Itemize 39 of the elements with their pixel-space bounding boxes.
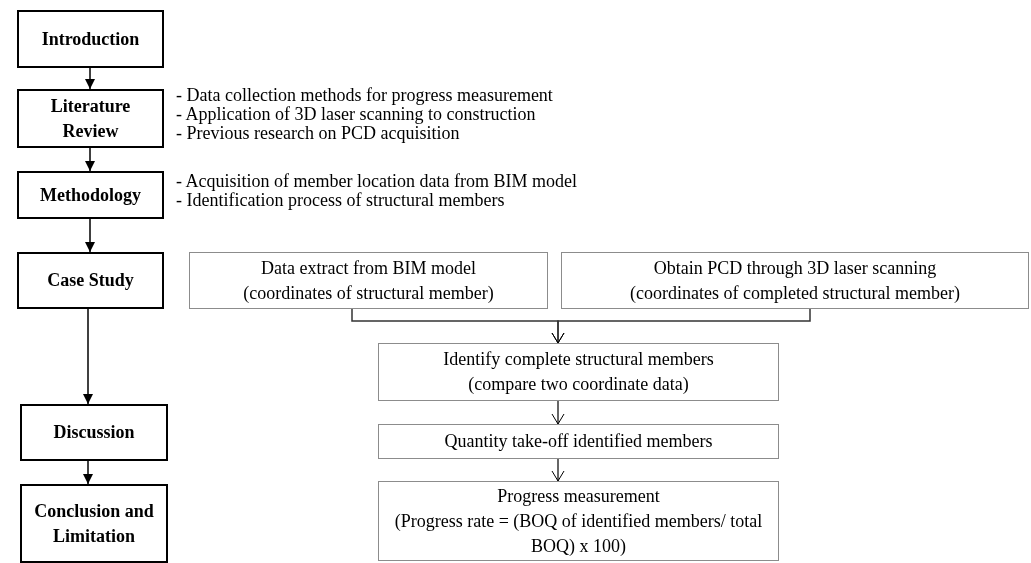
step-text: Quantity take-off identified members xyxy=(444,430,713,453)
section-title: Methodology xyxy=(40,183,141,207)
section-title: Literature Review xyxy=(49,94,132,143)
bullet-note: - Identification process of structural members xyxy=(176,191,506,210)
process-box xyxy=(378,343,779,401)
arrow xyxy=(83,308,93,405)
process-box xyxy=(378,481,779,561)
arrow xyxy=(85,67,95,90)
step-text: Obtain PCD through 3D laser scanning xyxy=(653,256,937,280)
bullet-note: - Acquisition of member location data from BIM model xyxy=(176,172,577,191)
section-title: Introduction xyxy=(41,27,140,51)
step-text: (coordinates of completed structural member) xyxy=(630,281,960,305)
step-text: Data extract from BIM model xyxy=(261,256,476,280)
step-text: Progress measurement xyxy=(497,484,660,508)
section-title: Case Study xyxy=(47,269,134,292)
section-box xyxy=(17,171,164,219)
arrow xyxy=(551,458,565,482)
section-title: Discussion xyxy=(53,421,135,444)
arrow xyxy=(551,308,811,344)
arrow xyxy=(85,147,95,172)
step-text: (coordinates of structural member) xyxy=(243,281,494,305)
bullet-note: - Application of 3D laser scanning to construction xyxy=(176,105,537,124)
section-box xyxy=(20,484,168,563)
step-text: (compare two coordinate data) xyxy=(468,373,689,396)
section-box xyxy=(17,252,164,309)
bullet-note: - Data collection methods for progress measurement xyxy=(176,86,553,105)
section-box xyxy=(20,404,168,461)
bullet-note: - Previous research on PCD acquisition xyxy=(176,124,461,143)
section-box xyxy=(17,10,164,68)
process-box xyxy=(189,252,548,309)
section-box xyxy=(17,89,164,148)
arrow xyxy=(83,460,93,485)
section-title: Conclusion and Limitation xyxy=(33,499,155,548)
process-box xyxy=(378,424,779,459)
arrow xyxy=(551,400,565,425)
process-box xyxy=(561,252,1029,309)
step-text: Identify complete structural members xyxy=(443,348,714,371)
arrow xyxy=(85,218,95,253)
step-text: (Progress rate = (BOQ of identified members/ total BOQ) x 100) xyxy=(393,509,764,558)
